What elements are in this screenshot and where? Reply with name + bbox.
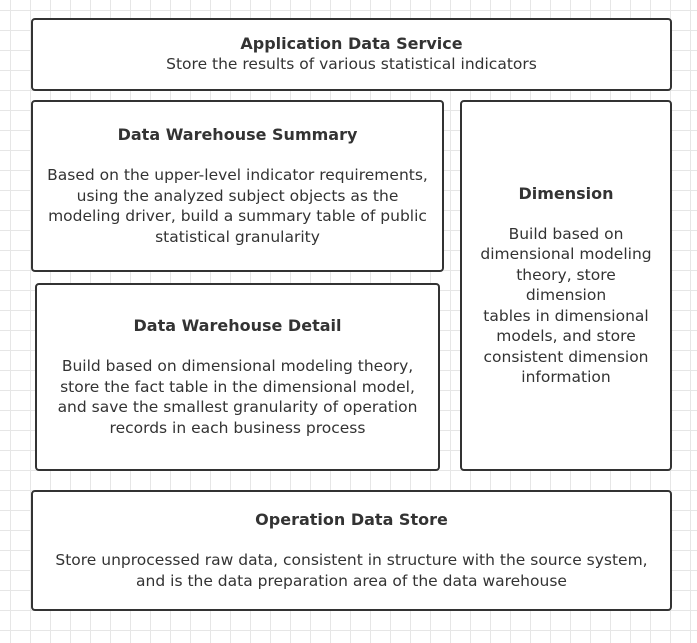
data-warehouse-detail-title: Data Warehouse Detail [133, 316, 342, 335]
dimension-description: Build based on dimensional modeling theo… [480, 224, 652, 387]
dimension-box: Dimension Build based on dimensional mod… [460, 100, 672, 471]
data-warehouse-summary-title: Data Warehouse Summary [117, 125, 358, 144]
dimension-title: Dimension [518, 183, 614, 203]
data-warehouse-detail-description: Build based on dimensional modeling theo… [57, 357, 418, 437]
data-warehouse-summary-description: Based on the upper-level indicator requi… [47, 166, 428, 246]
operation-data-store-box: Operation Data Store Store unprocessed r… [31, 490, 672, 611]
application-data-service-title: Application Data Service [240, 34, 463, 54]
data-warehouse-summary-box: Data Warehouse Summary Based on the uppe… [31, 100, 444, 272]
application-data-service-description: Store the results of various statistical… [166, 55, 537, 74]
operation-data-store-title: Operation Data Store [255, 510, 448, 529]
data-warehouse-detail-box: Data Warehouse Detail Build based on dim… [35, 283, 440, 471]
operation-data-store-description: Store unprocessed raw data, consistent i… [55, 551, 648, 590]
application-data-service-box: Application Data Service Store the resul… [31, 18, 672, 91]
